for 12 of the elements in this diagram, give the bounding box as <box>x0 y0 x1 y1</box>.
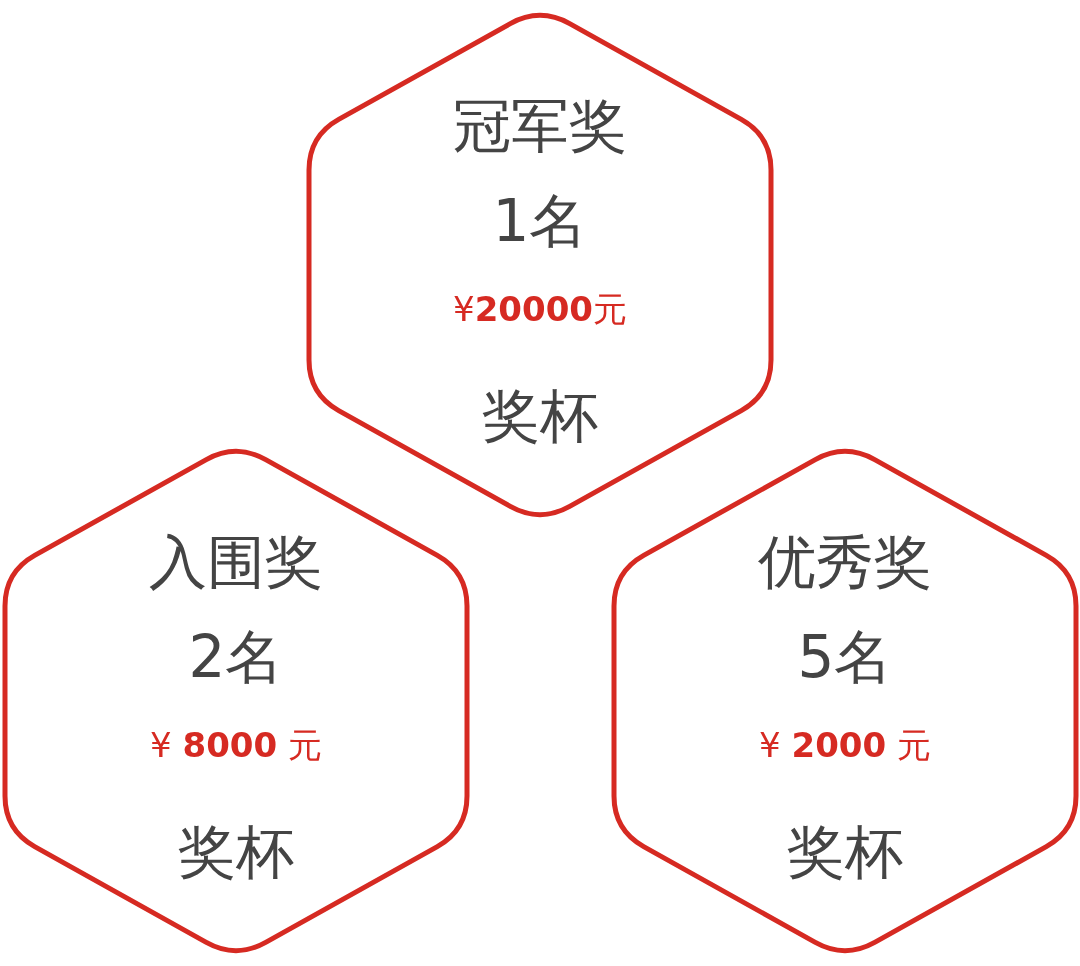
trophy-text: 奖杯 <box>482 382 598 450</box>
winner-count: 2名 <box>188 623 284 691</box>
winner-count: 5名 <box>797 623 893 691</box>
winner-count: 1名 <box>492 187 588 255</box>
prize-amount: ¥ 8000 元 <box>150 725 322 765</box>
award-title: 冠军奖 <box>453 92 627 160</box>
prize-amount: ¥20000元 <box>453 289 627 329</box>
trophy-text: 奖杯 <box>787 818 903 886</box>
prize-amount: ¥ 2000 元 <box>759 725 931 765</box>
award-title: 优秀奖 <box>758 528 932 596</box>
award-title: 入围奖 <box>149 528 323 596</box>
trophy-text: 奖杯 <box>178 818 294 886</box>
